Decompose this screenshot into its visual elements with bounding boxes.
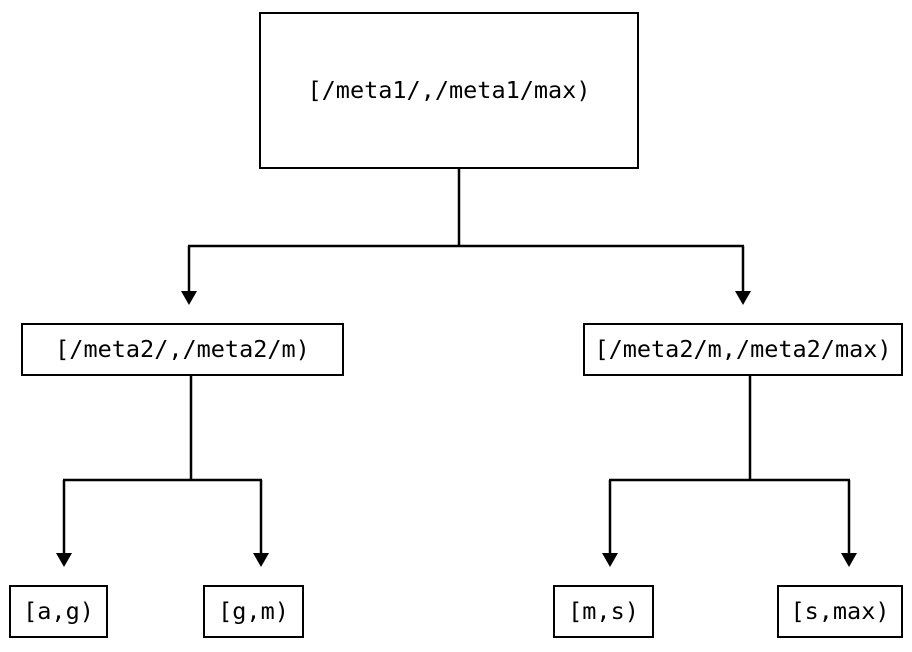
tree-node-leaf-smax[interactable]: [s,max)	[777, 585, 903, 638]
arrowhead-root-to-mid-right	[735, 291, 751, 305]
edge-mid-right-to-leaves-group	[602, 376, 857, 567]
tree-node-leaf-ag[interactable]: [a,g)	[9, 585, 108, 638]
tree-node-leaf-ms[interactable]: [m,s)	[553, 585, 654, 638]
tree-node-mid-left[interactable]: [/meta2/,/meta2/m)	[21, 323, 344, 376]
arrowhead-mid-left-to-leaf-ag	[56, 553, 72, 567]
edge-root-to-mid-group	[181, 169, 751, 305]
arrowhead-mid-left-to-leaf-gm	[253, 553, 269, 567]
tree-node-mid-right[interactable]: [/meta2/m,/meta2/max)	[583, 323, 903, 376]
arrowhead-root-to-mid-left	[181, 291, 197, 305]
tree-node-root[interactable]: [/meta1/,/meta1/max)	[259, 12, 639, 169]
edge-mid-left-to-leaves-group	[56, 376, 269, 567]
arrowhead-mid-right-to-leaf-smax	[841, 553, 857, 567]
tree-node-leaf-gm[interactable]: [g,m)	[203, 585, 304, 638]
arrowhead-mid-right-to-leaf-ms	[602, 553, 618, 567]
